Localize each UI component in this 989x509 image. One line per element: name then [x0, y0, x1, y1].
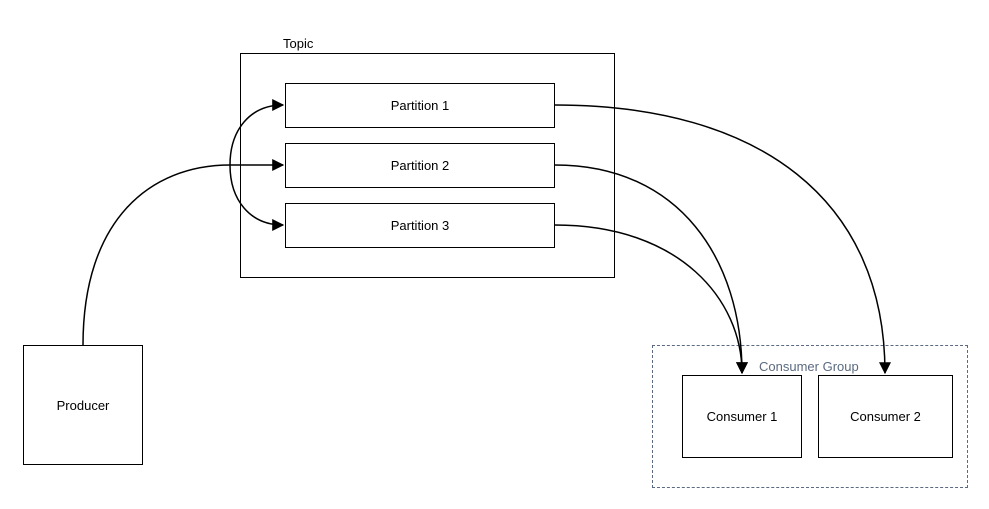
edge-producer-to-topic [82, 164, 231, 346]
edge-partition-3-to-consumer-1 [554, 224, 748, 375]
consumer-2[interactable]: Consumer 2 [818, 375, 953, 458]
producer-box[interactable]: Producer [23, 345, 143, 465]
edge-to-partition-3 [229, 164, 285, 231]
consumer-group-container [652, 345, 968, 488]
consumer-1[interactable]: Consumer 1 [682, 375, 802, 458]
edge-partition-2-to-consumer-1 [554, 164, 748, 375]
edge-to-partition-1 [229, 99, 285, 166]
partition-2[interactable]: Partition 2 [285, 143, 555, 188]
topic-label: Topic [283, 36, 314, 51]
edge-partition-1-to-consumer-2 [554, 104, 891, 375]
partition-1[interactable]: Partition 1 [285, 83, 555, 128]
consumer-group-label: Consumer Group [759, 359, 859, 374]
partition-3[interactable]: Partition 3 [285, 203, 555, 248]
